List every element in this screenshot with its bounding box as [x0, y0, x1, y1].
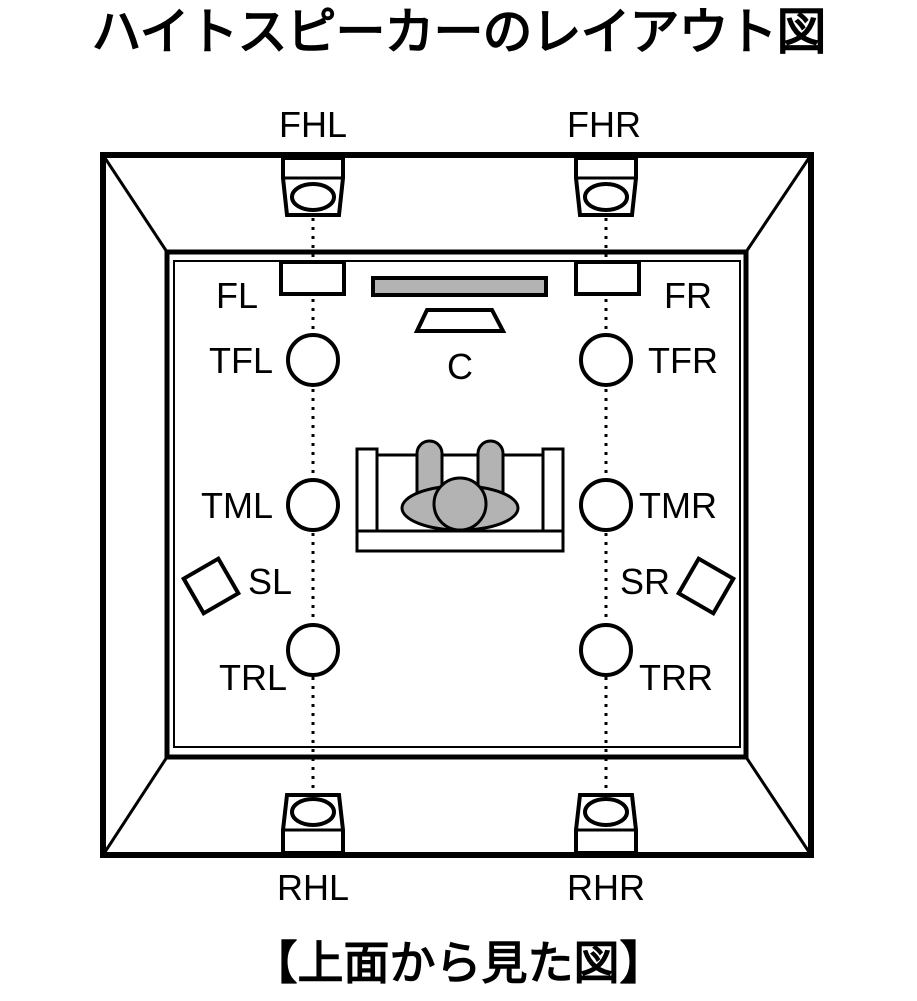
label-tml: TML — [201, 485, 273, 526]
label-rhr: RHR — [567, 867, 645, 908]
tv-screen — [371, 276, 548, 297]
wall-corner-line — [101, 756, 169, 856]
room-floor-inner-edge — [173, 260, 741, 748]
label-sl: SL — [248, 561, 292, 602]
room-outer-wall — [100, 152, 814, 858]
label-trr: TRR — [639, 657, 713, 698]
label-tfr: TFR — [648, 340, 718, 381]
tmr-speaker — [579, 478, 633, 532]
fl-speaker — [279, 260, 346, 296]
label-fhr: FHR — [567, 104, 641, 145]
rhr-speaker — [574, 793, 638, 855]
label-tmr: TMR — [639, 485, 717, 526]
sr-speaker — [675, 555, 737, 617]
room-floor — [164, 249, 749, 760]
center-speaker — [413, 308, 507, 333]
sl-speaker — [180, 555, 242, 617]
label-fhl: FHL — [279, 104, 347, 145]
fr-speaker — [574, 260, 641, 296]
label-fr: FR — [664, 275, 712, 316]
tfr-speaker — [579, 333, 633, 387]
rhl-speaker — [281, 793, 345, 855]
wall-corner-line — [744, 756, 813, 856]
tfl-speaker — [286, 333, 340, 387]
label-tfl: TFL — [209, 340, 273, 381]
trr-speaker — [579, 623, 633, 677]
tml-speaker — [286, 478, 340, 532]
diagram-title: ハイトスピーカーのレイアウト図 — [91, 3, 827, 61]
label-fl: FL — [216, 275, 258, 316]
label-rhl: RHL — [277, 867, 349, 908]
label-trl: TRL — [219, 657, 287, 698]
label-sr: SR — [620, 561, 670, 602]
label-c: C — [447, 346, 473, 387]
fhl-speaker — [281, 156, 345, 217]
listener-person — [400, 439, 520, 532]
room-walls — [100, 152, 814, 858]
view-caption: 【上面から見た図】 — [251, 936, 666, 990]
wall-corner-line — [101, 154, 169, 253]
trl-speaker — [286, 623, 340, 677]
fhr-speaker — [574, 156, 638, 217]
wall-corner-line — [744, 154, 813, 253]
